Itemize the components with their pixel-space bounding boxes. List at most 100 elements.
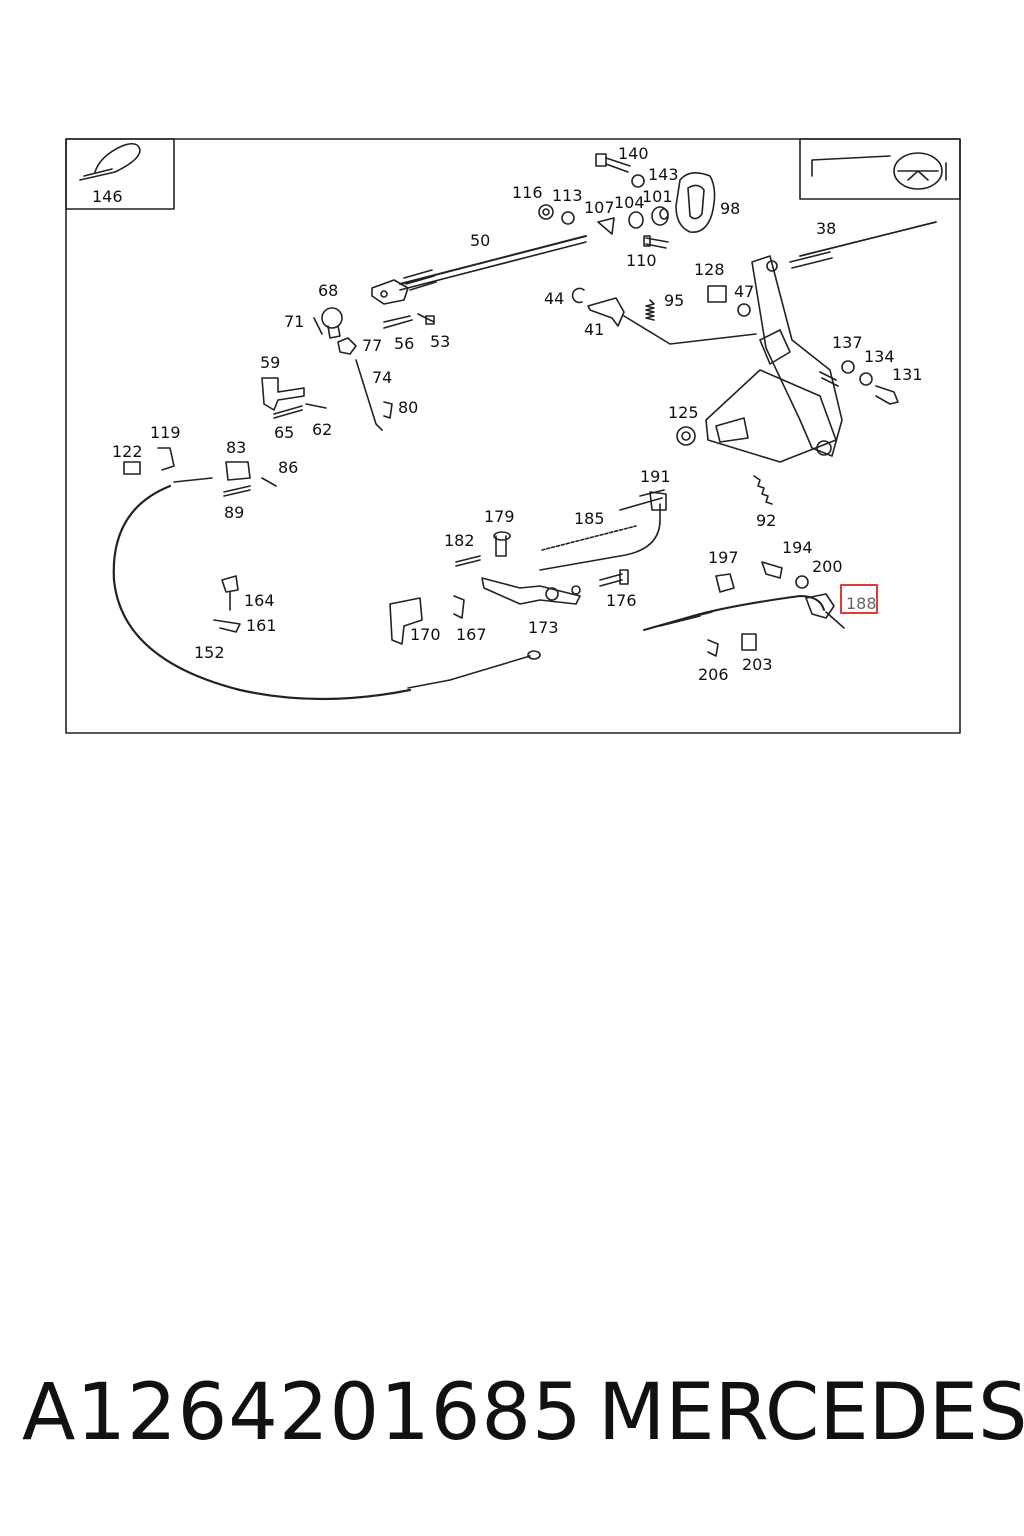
- bushing-104: [628, 211, 644, 229]
- nut-116: [538, 204, 554, 220]
- callout-80: 80: [398, 398, 418, 417]
- callout-131: 131: [892, 365, 923, 384]
- bushing-101: [651, 206, 669, 226]
- callout-71: 71: [284, 312, 304, 331]
- lever-41: [587, 297, 757, 345]
- callout-119: 119: [150, 423, 181, 442]
- callout-104: 104: [614, 193, 645, 212]
- star-washer-113: [561, 211, 575, 225]
- callout-44: 44: [544, 289, 564, 308]
- clip-80: [383, 401, 393, 419]
- callout-77: 77: [362, 336, 382, 355]
- lever-173: [481, 577, 581, 605]
- shift-lever-assembly: [705, 221, 937, 463]
- spring-92: [753, 475, 773, 505]
- bushing-122: [123, 461, 141, 475]
- washer-137: [841, 360, 855, 374]
- screw-164: [221, 575, 239, 611]
- callout-38: 38: [816, 219, 836, 238]
- callout-170: 170: [410, 625, 441, 644]
- clip-128: [707, 285, 727, 303]
- callout-134: 134: [864, 347, 895, 366]
- cable-185: [539, 489, 665, 571]
- clip-119: [157, 447, 175, 471]
- cable-188: [643, 593, 845, 631]
- callout-128: 128: [694, 260, 725, 279]
- steering-wheel-icon: [811, 152, 947, 190]
- washer-134: [859, 372, 873, 386]
- pin-179: [493, 531, 511, 557]
- bolt-197: [715, 573, 735, 593]
- callout-56: 56: [394, 334, 414, 353]
- bolt-176: [599, 569, 629, 587]
- bolt-53: [417, 313, 435, 325]
- clip-206: [707, 639, 719, 657]
- knob-68: [321, 307, 343, 339]
- callout-143: 143: [648, 165, 679, 184]
- callout-68: 68: [318, 281, 338, 300]
- bushing-203: [741, 633, 757, 651]
- bolt-194: [761, 561, 783, 579]
- callout-95: 95: [664, 291, 684, 310]
- highlight-188[interactable]: 188: [840, 584, 878, 614]
- cotter-pin-65: [273, 405, 303, 419]
- handle-98: [675, 172, 716, 233]
- linkage-rod-50: [371, 235, 587, 305]
- callout-125: 125: [668, 403, 699, 422]
- diagram-border: [65, 138, 961, 734]
- bracket-59: [261, 377, 305, 411]
- callout-47: 47: [734, 282, 754, 301]
- callout-167: 167: [456, 625, 487, 644]
- spring-95: [645, 299, 655, 321]
- inset-box-left: [65, 138, 175, 210]
- rod-74: [355, 359, 383, 431]
- bolt-56: [383, 315, 413, 329]
- parts-diagram: 146 140 143 116 113 107 104 101 98 110 5…: [0, 0, 1024, 760]
- cable-tie-icon: [79, 142, 141, 181]
- clip-167: [453, 595, 465, 619]
- callout-191: 191: [640, 467, 671, 486]
- bolt-86: [261, 477, 277, 487]
- callout-98: 98: [720, 199, 740, 218]
- bracket-83: [225, 461, 251, 481]
- callout-53: 53: [430, 332, 450, 351]
- callout-113: 113: [552, 186, 583, 205]
- circlip-44: [571, 287, 585, 304]
- nut-77: [337, 337, 357, 355]
- bracket-170: [389, 597, 423, 645]
- callout-92: 92: [756, 511, 776, 530]
- callout-62: 62: [312, 420, 332, 439]
- callout-200: 200: [812, 557, 843, 576]
- callout-176: 176: [606, 591, 637, 610]
- callout-101: 101: [642, 187, 673, 206]
- callout-86: 86: [278, 458, 298, 477]
- callout-137: 137: [832, 333, 863, 352]
- callout-185: 185: [574, 509, 605, 528]
- cotter-pin-89: [223, 485, 251, 497]
- callout-164: 164: [244, 591, 275, 610]
- callout-203: 203: [742, 655, 773, 674]
- inset-box-right: [799, 138, 961, 200]
- washer-143: [631, 174, 645, 188]
- nut-125: [676, 426, 696, 446]
- bolt-131: [875, 385, 899, 405]
- callout-182: 182: [444, 531, 475, 550]
- callout-173: 173: [528, 618, 559, 637]
- callout-194: 194: [782, 538, 813, 557]
- callout-83: 83: [226, 438, 246, 457]
- diagram-svg: 146 140 143 116 113 107 104 101 98 110 5…: [65, 138, 961, 734]
- callout-140: 140: [618, 144, 649, 163]
- callout-161: 161: [246, 616, 277, 635]
- callout-122: 122: [112, 442, 143, 461]
- callout-74: 74: [372, 368, 392, 387]
- callout-110: 110: [626, 251, 657, 270]
- washer-200: [795, 575, 809, 589]
- callout-179: 179: [484, 507, 515, 526]
- callout-labels: 146 140 143 116 113 107 104 101 98 110 5…: [92, 144, 923, 684]
- bolt-62: [305, 403, 327, 409]
- callout-116: 116: [512, 183, 543, 202]
- callout-146: 146: [92, 187, 123, 206]
- callout-65: 65: [274, 423, 294, 442]
- screw-110: [643, 235, 669, 249]
- washer-47: [737, 303, 751, 317]
